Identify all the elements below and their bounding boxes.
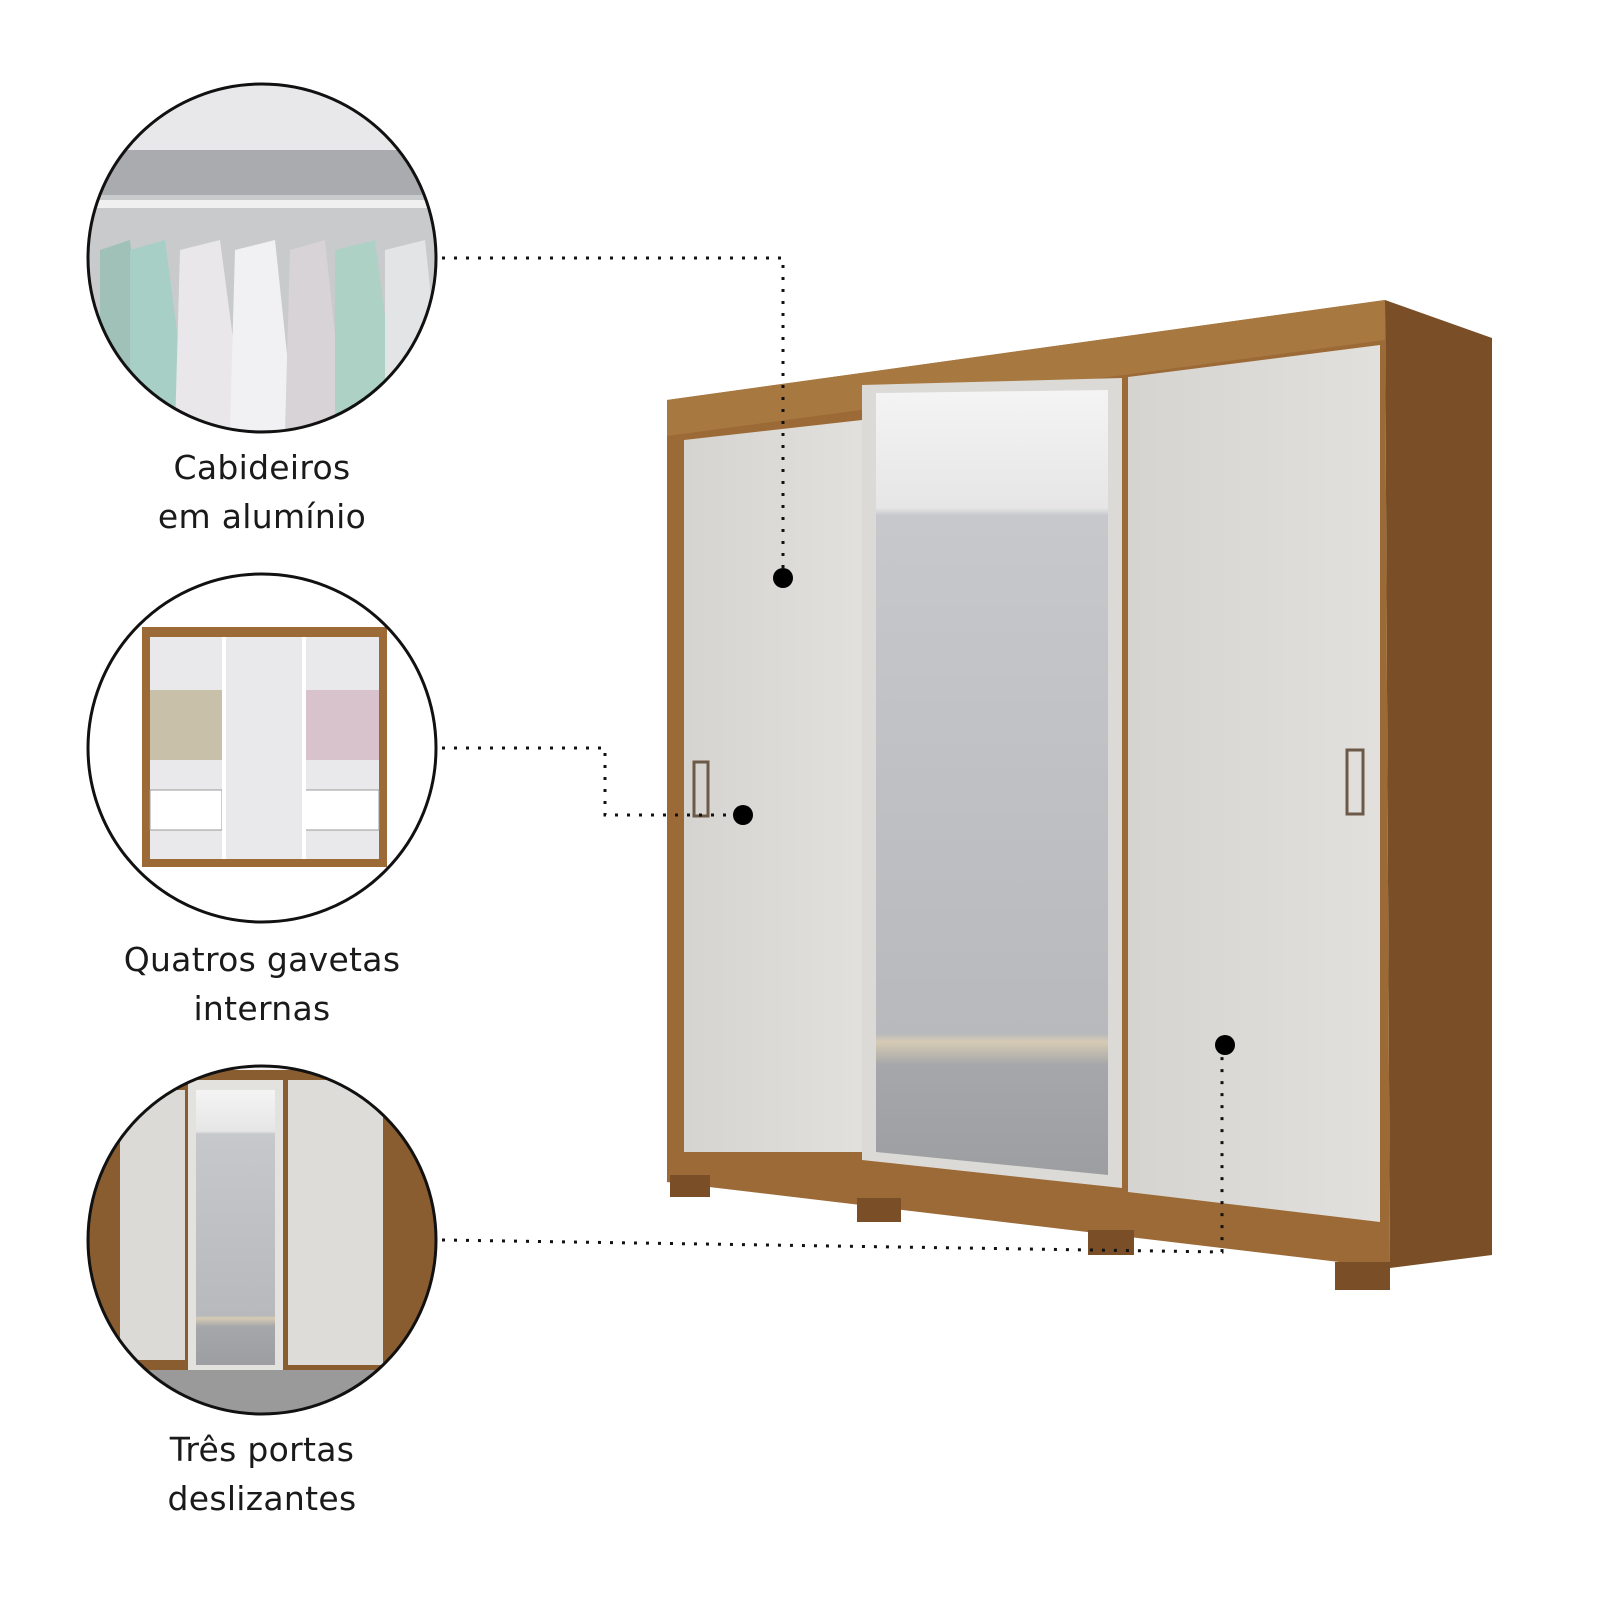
label-line: deslizantes bbox=[167, 1479, 357, 1518]
label-line: em alumínio bbox=[157, 497, 367, 536]
circle-frame bbox=[86, 82, 438, 434]
label-line: Três portas bbox=[169, 1430, 355, 1469]
callout-dot bbox=[773, 568, 793, 588]
feature-label-hangers: Cabideiros em alumínio bbox=[82, 443, 442, 541]
label-line: Quatros gavetas bbox=[123, 940, 401, 979]
wardrobe bbox=[667, 300, 1492, 1290]
label-line: Cabideiros bbox=[173, 448, 351, 487]
closeup-hangers bbox=[88, 84, 436, 432]
feature-label-doors: Três portas deslizantes bbox=[82, 1425, 442, 1523]
label-line: internas bbox=[193, 989, 331, 1028]
callout-dot bbox=[1215, 1035, 1235, 1055]
callout-lines bbox=[441, 256, 1224, 1254]
circle-frame bbox=[86, 572, 438, 924]
closeup-doors bbox=[88, 1066, 436, 1414]
circle-frame bbox=[86, 1064, 438, 1416]
feature-label-drawers: Quatros gavetas internas bbox=[82, 935, 442, 1033]
closeup-interior bbox=[88, 574, 436, 922]
callout-dot bbox=[733, 805, 753, 825]
